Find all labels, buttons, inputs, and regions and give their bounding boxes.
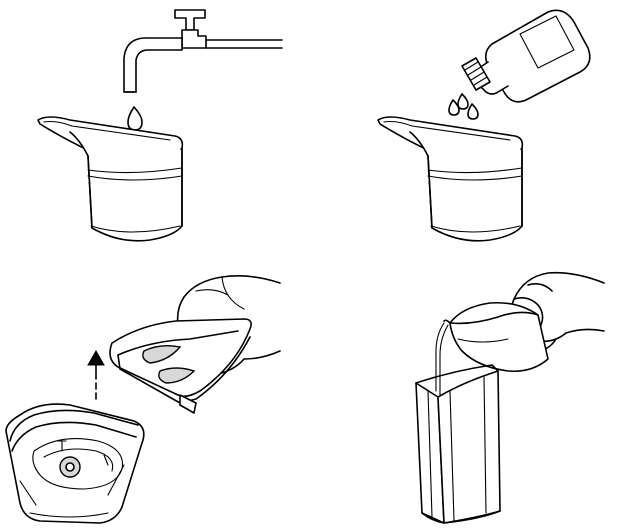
measuring-jug-icon: [38, 117, 182, 241]
step-4-pour-solution-panel: [312, 255, 625, 529]
water-drop-icon: [128, 107, 142, 130]
liquid-drops-icon: [449, 94, 478, 119]
water-tank-icon: [416, 365, 500, 523]
step-3-open-tank-panel: [0, 255, 312, 529]
water-tank-icon: [6, 404, 144, 523]
step-1-fill-water-panel: [0, 0, 312, 255]
step-2-add-descaler-panel: [312, 0, 625, 255]
up-arrow-icon: [88, 351, 104, 399]
measuring-jug-icon: [378, 117, 522, 241]
faucet-icon: [124, 10, 282, 92]
pouring-stream-icon: [436, 323, 448, 395]
measuring-jug-icon: [444, 303, 548, 372]
descaler-bottle-icon: [462, 10, 590, 101]
